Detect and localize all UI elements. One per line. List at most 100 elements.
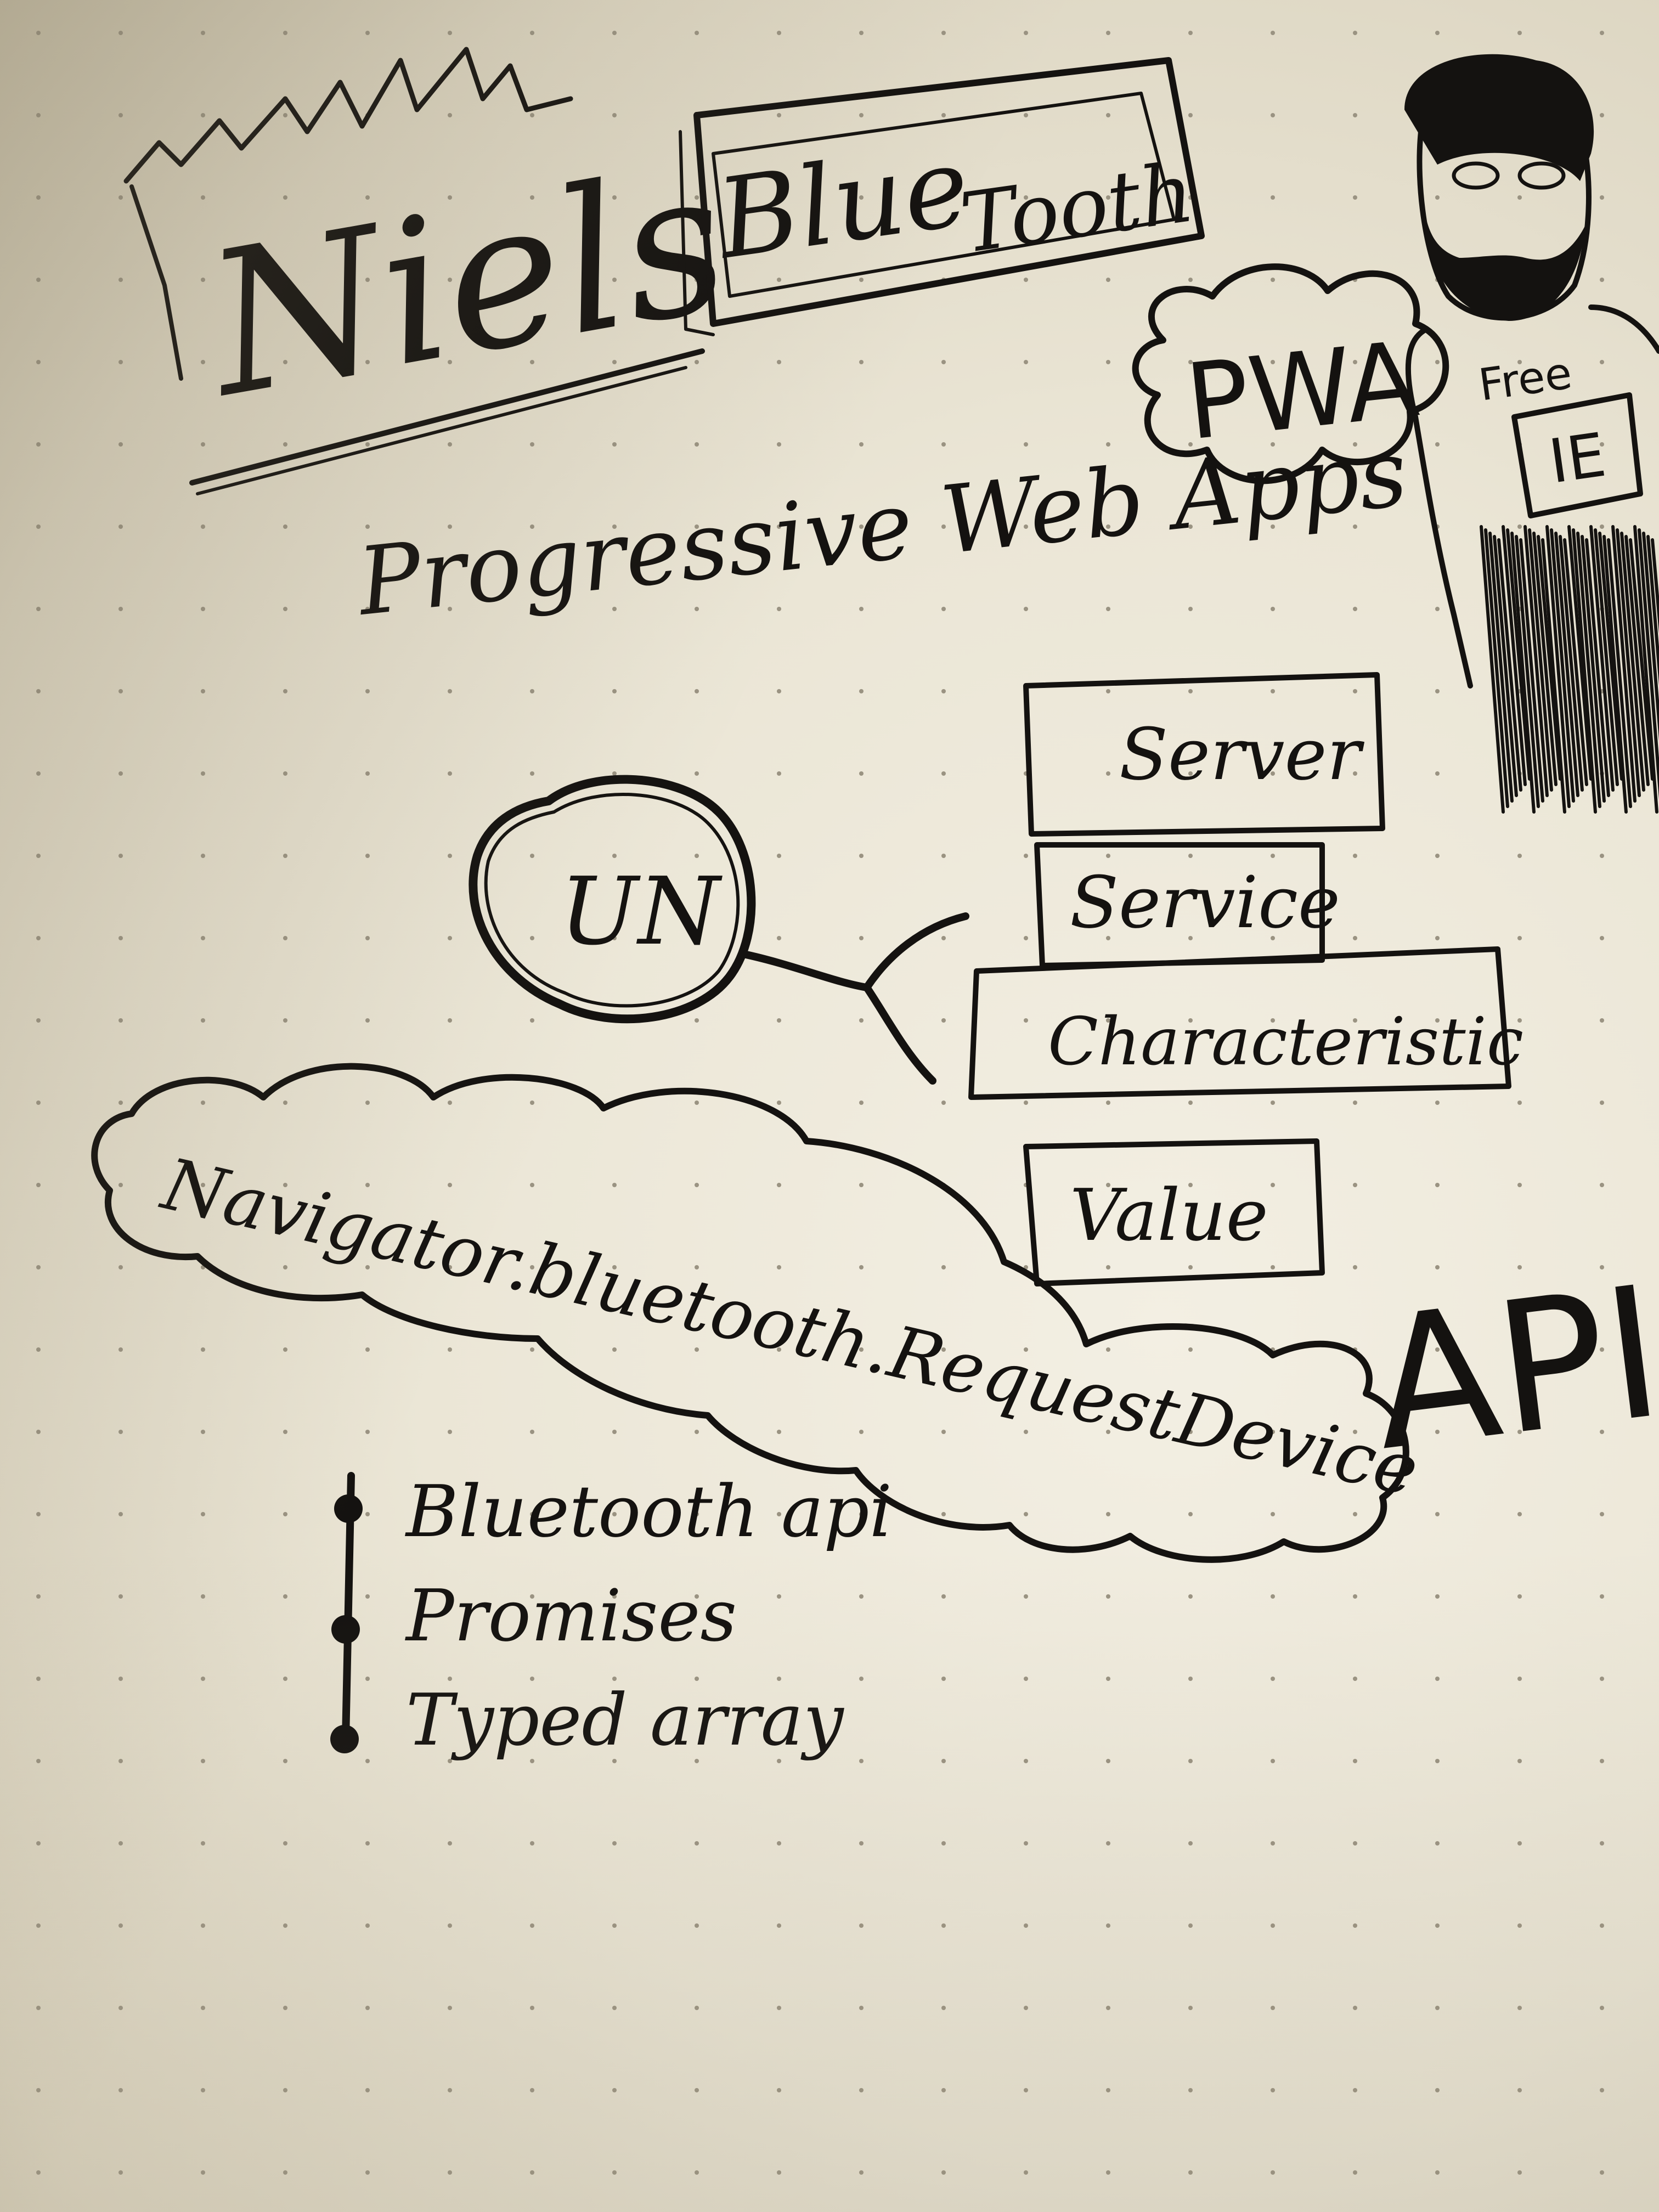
bluetooth-box-inner	[679, 130, 715, 336]
grid-dot	[1106, 1594, 1110, 1599]
grid-dot	[1517, 195, 1522, 200]
grid-dot	[119, 1101, 123, 1105]
grid-dot	[1435, 771, 1440, 776]
grid-dot	[1517, 1430, 1522, 1434]
grid-dot	[448, 1759, 452, 1763]
grid-dot	[1024, 1430, 1028, 1434]
grid-dot	[1271, 2088, 1275, 2092]
grid-dot	[1353, 771, 1357, 776]
grid-dot	[1106, 854, 1110, 858]
grid-dot	[1024, 1677, 1028, 1681]
grid-dot	[448, 2170, 452, 2175]
grid-dot	[36, 1594, 41, 1599]
grid-dot	[1271, 278, 1275, 282]
grid-dot	[1188, 442, 1193, 447]
grid-dot	[612, 689, 617, 693]
grid-dot	[941, 854, 946, 858]
grid-dot	[612, 1347, 617, 1352]
grid-dot	[1600, 1347, 1604, 1352]
grid-dot	[283, 771, 287, 776]
grid-dot	[1024, 524, 1028, 529]
grid-dot	[859, 1759, 864, 1763]
grid-dot	[941, 1018, 946, 1023]
grid-dot	[1106, 607, 1110, 611]
grid-dot	[1517, 1183, 1522, 1187]
grid-dot	[1600, 1101, 1604, 1105]
hatch-line	[1594, 528, 1619, 786]
list-item-label: Promises	[405, 1574, 737, 1657]
grid-dot	[1024, 1347, 1028, 1352]
grid-dot	[777, 1759, 781, 1763]
grid-dot	[283, 1923, 287, 1928]
grid-dot	[1353, 1183, 1357, 1187]
grid-dot	[941, 2006, 946, 2010]
grid-dot	[777, 2170, 781, 2175]
grid-dot	[612, 607, 617, 611]
grid-dot	[201, 854, 205, 858]
hatch-line	[1537, 535, 1562, 781]
code-cloud	[91, 1063, 1409, 1563]
grid-dot	[119, 195, 123, 200]
api-label: API	[1362, 1247, 1659, 1491]
grid-dot	[1271, 1183, 1275, 1187]
grid-dot	[365, 524, 370, 529]
grid-dot	[859, 1183, 864, 1187]
grid-dot	[365, 2088, 370, 2092]
grid-dot	[1517, 1759, 1522, 1763]
stack-box-characteristic	[968, 946, 1511, 1100]
grid-dot	[201, 1594, 205, 1599]
hatch-line	[1554, 532, 1579, 797]
character-shirt-top: Free	[1476, 347, 1575, 411]
grid-dot	[36, 1265, 41, 1269]
grid-dot	[859, 1101, 864, 1105]
grid-dot	[201, 113, 205, 117]
grid-dot	[530, 854, 534, 858]
grid-dot	[1188, 1183, 1193, 1187]
grid-dot	[448, 1594, 452, 1599]
device-bubble-scribble	[484, 793, 740, 1008]
grid-dot	[365, 2006, 370, 2010]
grid-dot	[36, 1923, 41, 1928]
grid-dot	[612, 2006, 617, 2010]
grid-dot	[777, 195, 781, 200]
grid-dot	[530, 1512, 534, 1516]
grid-dot	[941, 195, 946, 200]
grid-dot	[1435, 854, 1440, 858]
grid-dot	[36, 360, 41, 364]
hatch-line	[1581, 535, 1606, 803]
grid-dot	[859, 1347, 864, 1352]
character-shirt-box-text: IE	[1545, 420, 1610, 497]
grid-dot	[119, 936, 123, 940]
pwa-label: PWA	[1181, 319, 1424, 464]
grid-dot	[530, 2088, 534, 2092]
grid-dot	[119, 1512, 123, 1516]
grid-dot	[1600, 854, 1604, 858]
grid-dot	[859, 689, 864, 693]
grid-dot	[530, 607, 534, 611]
grid-dot	[448, 2088, 452, 2092]
grid-dot	[1024, 1923, 1028, 1928]
grid-dot	[1024, 1512, 1028, 1516]
hatch-line	[1528, 528, 1553, 792]
grid-dot	[941, 2088, 946, 2092]
grid-dot	[612, 1430, 617, 1434]
grid-dot	[1188, 2088, 1193, 2092]
grid-dot	[36, 524, 41, 529]
grid-dot	[1188, 113, 1193, 117]
grid-dot	[1435, 2170, 1440, 2175]
grid-dot	[365, 854, 370, 858]
hatch-line	[1484, 528, 1509, 808]
hatch-line	[1502, 525, 1527, 786]
grid-dot	[1271, 936, 1275, 940]
grid-dot	[365, 689, 370, 693]
grid-dot	[201, 1512, 205, 1516]
grid-dot	[1188, 278, 1193, 282]
grid-dot	[448, 689, 452, 693]
grid-dot	[365, 1594, 370, 1599]
grid-dot	[695, 360, 699, 364]
grid-dot	[1188, 1018, 1193, 1023]
grid-dot	[1435, 1759, 1440, 1763]
character-body	[1405, 326, 1473, 689]
grid-dot	[448, 1677, 452, 1681]
character-eye-left	[1452, 161, 1500, 190]
